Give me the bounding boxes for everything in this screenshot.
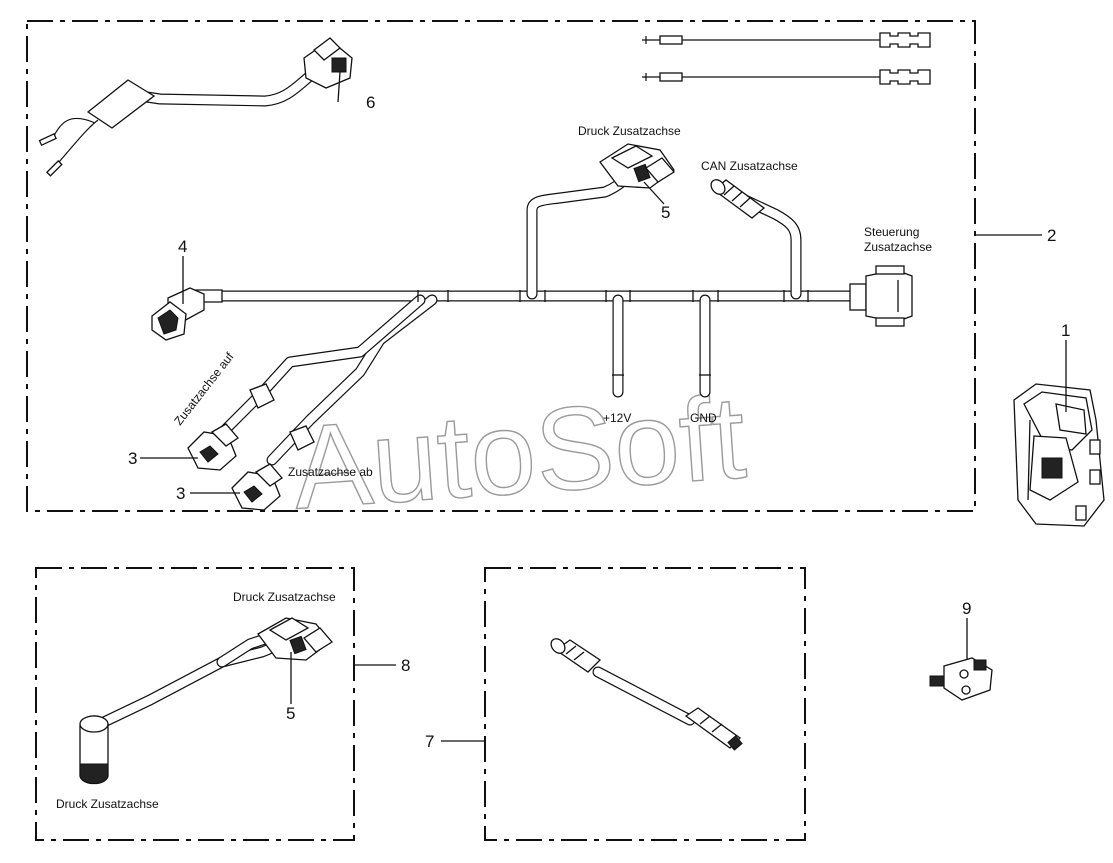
label-steuerung-1: Steuerung: [864, 225, 919, 239]
connector-3-auf: [187, 383, 275, 471]
callout-2: 2: [1047, 226, 1056, 245]
connector-3-ab: [231, 425, 315, 511]
steuerung-connector: [849, 265, 913, 327]
pressure-sensor-kit-8: [79, 617, 333, 785]
main-harness-cable: [194, 162, 856, 466]
callout-8: 8: [401, 656, 410, 675]
can-connector: [710, 179, 766, 219]
callout-1: 1: [1061, 321, 1070, 340]
extension-cable-kit-7: [550, 638, 743, 751]
callout-6: 6: [366, 93, 375, 112]
label-ab: Zusatzachse ab: [288, 465, 373, 479]
label-gnd: GND: [690, 411, 717, 425]
callout-4: 4: [178, 237, 187, 256]
label-steuerung-2: Zusatzachse: [864, 240, 932, 254]
label-can: CAN Zusatzachse: [701, 159, 798, 173]
label-plus12v: +12V: [603, 411, 631, 425]
terminal-pin-2: [642, 69, 931, 85]
control-unit-1: [1013, 383, 1105, 527]
callout-3-ab: 3: [176, 484, 185, 503]
callout-7: 7: [425, 732, 434, 751]
terminal-pin-1: [642, 32, 931, 48]
callout-5-kit: 5: [286, 704, 295, 723]
t-connector-9: [929, 657, 993, 701]
pressure-sensor-kit-frame: [35, 567, 355, 841]
leader-lines: [140, 71, 1067, 742]
label-druck-main: Druck Zusatzachse: [578, 124, 681, 138]
connector-4: [151, 287, 223, 341]
callout-9: 9: [962, 599, 971, 618]
label-druck-kit-top: Druck Zusatzachse: [233, 590, 336, 604]
connector-5-main: [599, 143, 675, 189]
main-harness-frame: [26, 20, 976, 512]
sensor-harness-6: [38, 37, 353, 177]
callout-3-auf: 3: [128, 449, 137, 468]
label-auf: Zusatzachse auf: [171, 349, 237, 428]
callout-5-main: 5: [661, 203, 670, 222]
extension-cable-kit-frame: [484, 567, 806, 841]
label-druck-kit-bottom: Druck Zusatzachse: [56, 797, 159, 811]
watermark: AutoSoft: [289, 371, 750, 534]
